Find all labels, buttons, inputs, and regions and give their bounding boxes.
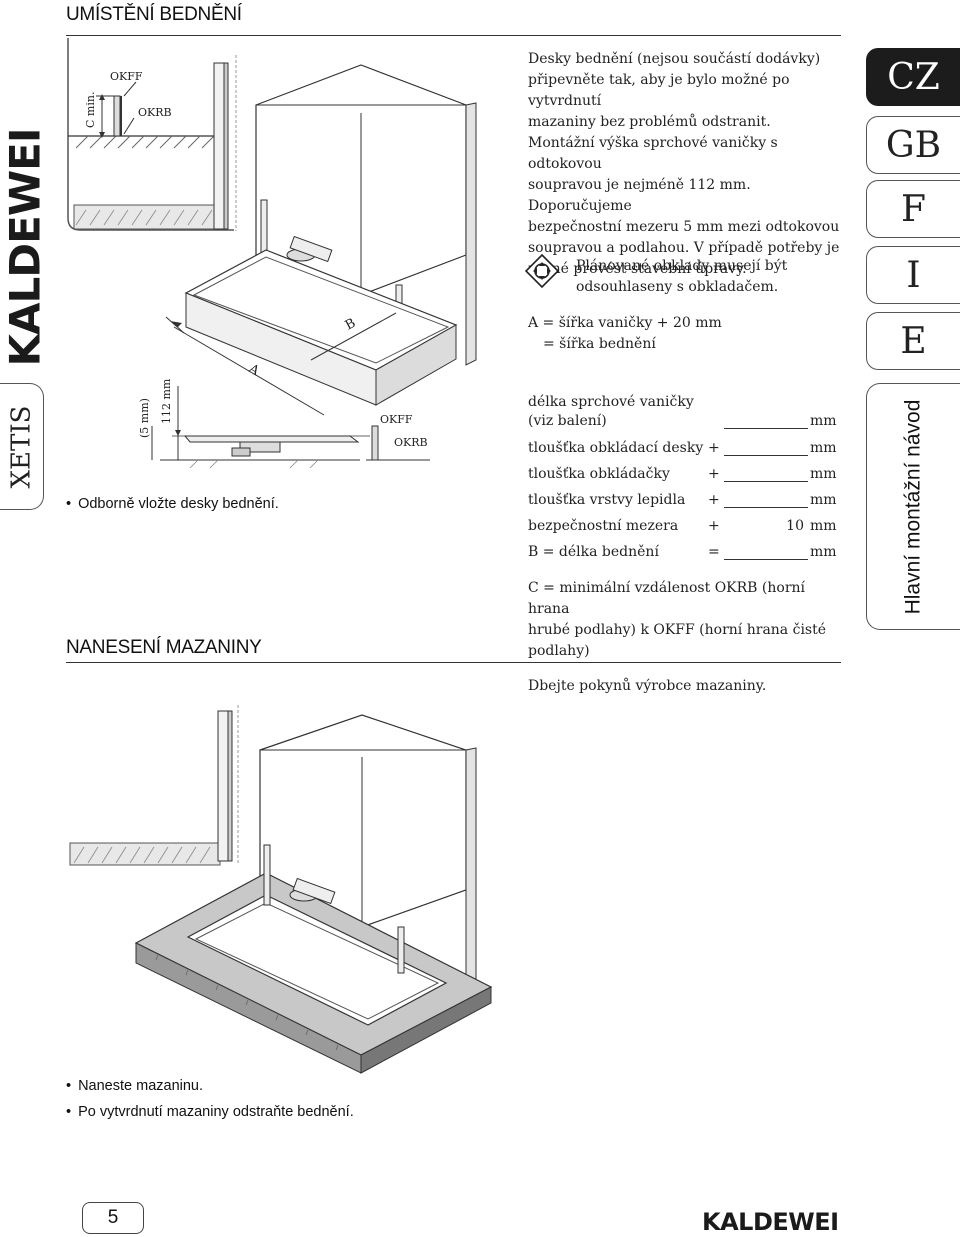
height-section-diagram: 112 mm (5 mm) OKFF OKRB (138, 378, 430, 468)
label-okff-section: OKFF (380, 413, 413, 426)
section-title-screed: NANESENÍ MAZANINY (66, 637, 262, 658)
form-row-0-line1: délka sprchové vaničky (528, 394, 694, 410)
form-row-safety-gap: bezpečnostní mezera + 10 mm (528, 518, 837, 534)
form-row-formwork-length: B = délka bednění = mm (528, 544, 837, 560)
side-title: Hlavní montážní návod (866, 383, 960, 630)
adhesive-thickness-field[interactable] (724, 507, 808, 508)
label-okrb-detail: OKRB (138, 106, 172, 119)
title-rule (66, 35, 841, 36)
tray-length-field[interactable] (724, 428, 808, 429)
form-row-board-thickness: tloušťka obkládací desky + mm (528, 440, 837, 456)
brand-logo-vertical: KALDEWEI (0, 128, 50, 367)
manufacturer-note: Dbejte pokynů výrobce mazaniny. (528, 678, 767, 694)
board-thickness-field[interactable] (724, 455, 808, 456)
lang-tab-gb[interactable]: GB (866, 116, 960, 174)
bullet-apply-screed: Naneste mazaninu. (66, 1078, 203, 1094)
para-formwork-2: Montážní výška sprchové vaničky s odtoko… (528, 135, 840, 277)
label-112mm: 112 mm (160, 378, 173, 424)
form-row-tile-thickness: tloušťka obkládačky + mm (528, 466, 837, 482)
label-okff-detail: OKFF (110, 70, 143, 83)
lang-tab-cz[interactable]: CZ (866, 48, 960, 106)
page-number: 5 (82, 1202, 144, 1234)
footer-brand-logo: KALDEWEI (702, 1208, 839, 1236)
product-name-tab: XETIS (0, 383, 44, 510)
screed-application-diagram (69, 705, 493, 1074)
lang-tab-e[interactable]: E (866, 312, 960, 370)
c-min-detail-diagram: C min. OKFF OKRB (67, 38, 234, 231)
lang-tab-i[interactable]: I (866, 246, 960, 304)
tile-warning-icon (525, 254, 559, 288)
label-c-min: C min. (84, 92, 97, 128)
formwork-placement-diagram: A B (73, 55, 477, 416)
section-rule (66, 662, 841, 663)
form-row-tray-length: (viz balení) mm (528, 413, 837, 429)
form-row-adhesive-thickness: tloušťka vrstvy lepidla + mm (528, 492, 837, 508)
bullet-placement: Odborně vložte desky bednění. (66, 496, 279, 512)
section-title-placement: UMÍSTĚNÍ BEDNĚNÍ (66, 4, 242, 25)
label-okrb-section: OKRB (394, 436, 428, 449)
tile-thickness-field[interactable] (724, 481, 808, 482)
formula-a: A = šířka vaničky + 20 mm = šířka bedněn… (528, 315, 722, 352)
bullet-remove-formwork: Po vytvrdnutí mazaniny odstraňte bednění… (66, 1104, 354, 1120)
note-tiles: Plánované obklady musejí být odsouhlasen… (576, 258, 788, 295)
para-formwork-1: Desky bednění (nejsou součástí dodávky) … (528, 51, 821, 130)
formwork-length-field[interactable] (724, 559, 808, 560)
label-5mm: (5 mm) (138, 398, 151, 438)
c-definition: C = minimální vzdálenost OKRB (horní hra… (528, 580, 827, 659)
lang-tab-f[interactable]: F (866, 180, 960, 238)
